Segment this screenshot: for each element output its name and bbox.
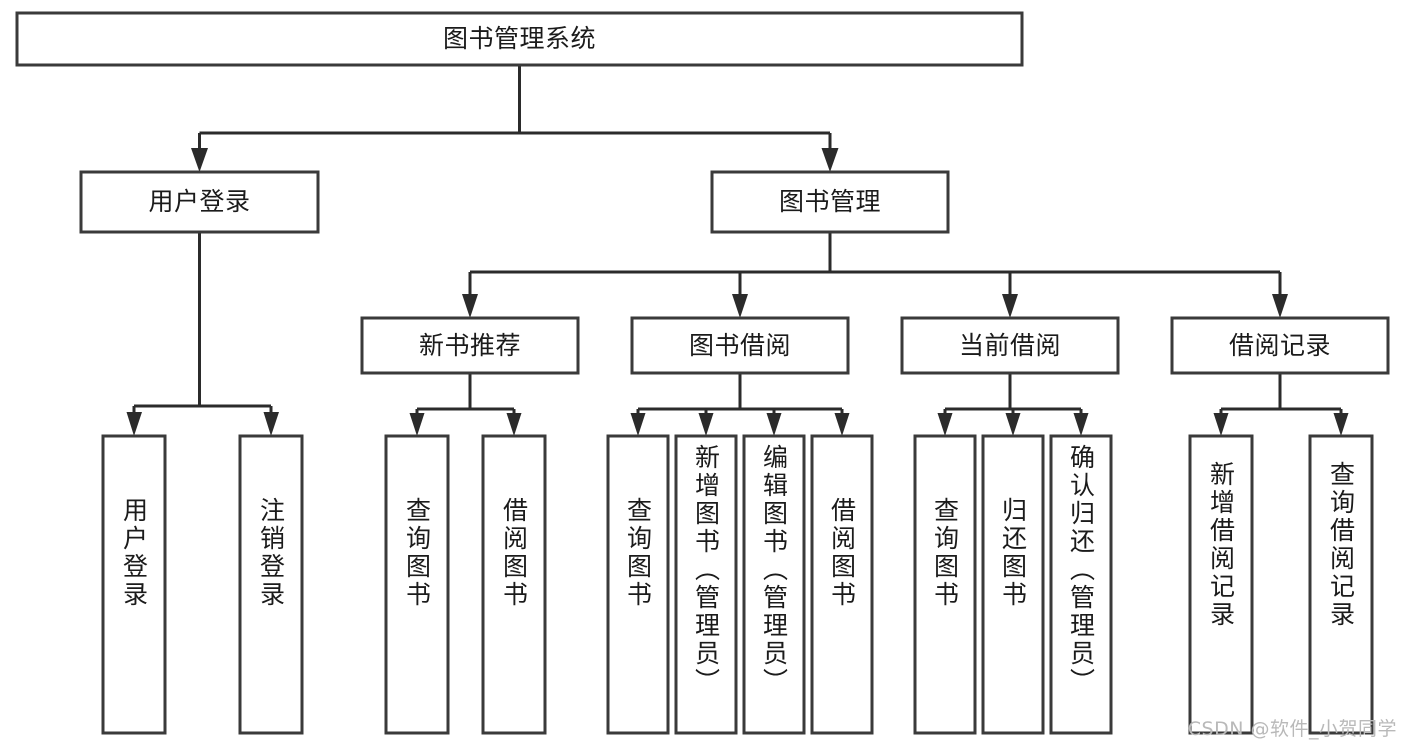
book-borrowing-label: 图书借阅 (689, 331, 791, 360)
new-book-recommendation-box (360, 316, 580, 375)
leaf-box-logout[interactable] (238, 434, 304, 735)
arrow-leaf-add-record (1213, 413, 1229, 436)
arrow-leaf-user-login (126, 412, 142, 436)
current-borrowing-box (900, 316, 1120, 375)
current-borrowing-label: 当前借阅 (959, 331, 1061, 360)
user-login-label: 用户登录 (148, 187, 250, 216)
node-book-management[interactable]: 图书管理 (710, 170, 950, 234)
connector-group-borrowrecord-to-leaves (1213, 373, 1349, 436)
connector-group-newbookrec-to-leaves (409, 373, 522, 436)
leaf-box-query-book-b[interactable] (606, 434, 670, 735)
book-management-box (710, 170, 950, 234)
arrow-leaf-borrow-book-a (506, 413, 522, 436)
leaf-box-query-record[interactable] (1308, 434, 1374, 735)
arrow-leaf-edit-book (766, 413, 782, 436)
borrowing-record-box (1170, 316, 1390, 375)
arrow-to-book-borrow (732, 294, 748, 318)
arrow-to-book-mgmt (821, 148, 839, 172)
connector-group-currentborrow-to-leaves (937, 373, 1089, 436)
arrow-to-new-book-rec (462, 294, 478, 318)
leaf-boxes-group (101, 434, 1374, 735)
leaf-box-query-book-a[interactable] (384, 434, 450, 735)
node-root-book-management-system[interactable]: 图书管理系统 (15, 11, 1024, 67)
new-book-recommendation-label: 新书推荐 (419, 331, 521, 360)
leaf-box-query-book-c[interactable] (913, 434, 977, 735)
root-label: 图书管理系统 (443, 24, 596, 53)
leaf-box-user-login[interactable] (101, 434, 167, 735)
arrow-to-borrow-record (1272, 294, 1288, 318)
leaf-box-add-book[interactable] (674, 434, 738, 735)
book-management-label: 图书管理 (779, 187, 881, 216)
arrow-leaf-query-book-c (937, 413, 953, 436)
watermark-text: CSDN @软件_小贺同学 (1187, 718, 1397, 740)
node-user-login[interactable]: 用户登录 (79, 170, 320, 234)
connector-group-userlogin-to-leaves (126, 232, 279, 436)
node-book-borrowing[interactable]: 图书借阅 (630, 316, 850, 375)
leaf-box-borrow-book-a[interactable] (481, 434, 547, 735)
user-login-box (79, 170, 320, 234)
root-box (15, 11, 1024, 67)
leaf-box-add-record[interactable] (1188, 434, 1254, 735)
leaf-box-borrow-book-b[interactable] (810, 434, 874, 735)
arrow-leaf-query-book-a (409, 413, 425, 436)
leaf-box-confirm-return[interactable] (1049, 434, 1113, 735)
leaf-box-return-book[interactable] (981, 434, 1045, 735)
arrow-leaf-confirm-return (1073, 413, 1089, 436)
arrow-to-current-borrow (1002, 294, 1018, 318)
arrow-leaf-add-book (698, 413, 714, 436)
arrow-leaf-logout (263, 412, 279, 436)
connector-group-bookmgmt-to-level3 (462, 232, 1288, 318)
node-borrowing-record[interactable]: 借阅记录 (1170, 316, 1390, 375)
arrow-leaf-return-book (1005, 413, 1021, 436)
book-borrowing-box (630, 316, 850, 375)
node-current-borrowing[interactable]: 当前借阅 (900, 316, 1120, 375)
arrow-leaf-borrow-book-b (834, 413, 850, 436)
arrow-to-user-login (191, 148, 208, 172)
arrow-leaf-query-record (1333, 413, 1349, 436)
node-new-book-recommendation[interactable]: 新书推荐 (360, 316, 580, 375)
borrowing-record-label: 借阅记录 (1229, 331, 1331, 360)
arrow-leaf-query-book-b (630, 413, 646, 436)
connector-group-bookborrow-to-leaves (630, 373, 850, 436)
connector-group-root-to-level2 (191, 65, 839, 172)
leaf-box-edit-book[interactable] (742, 434, 806, 735)
